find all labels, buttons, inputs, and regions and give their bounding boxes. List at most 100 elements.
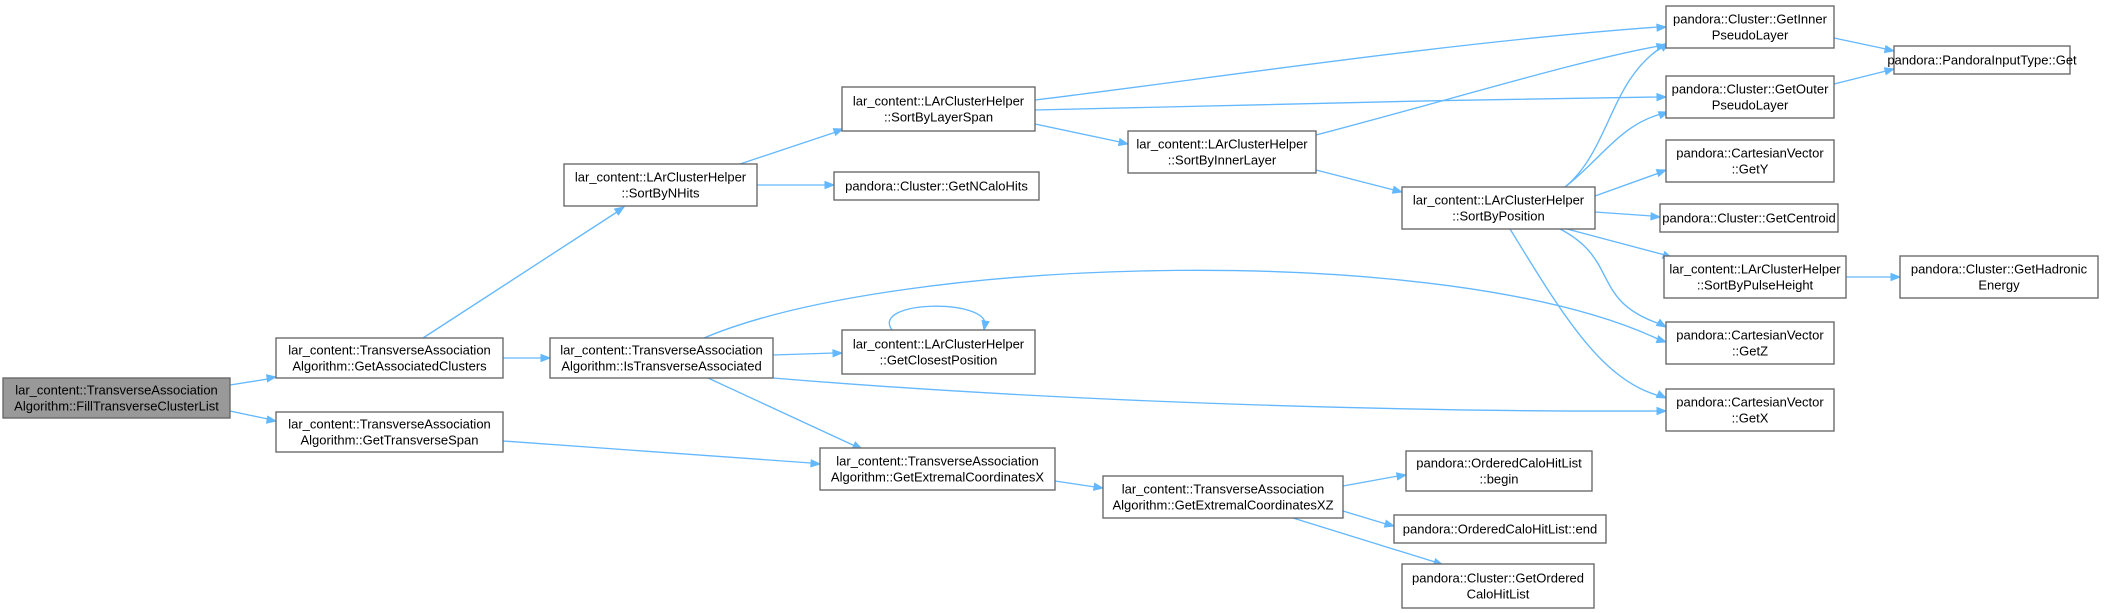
- node-label-line: lar_content::TransverseAssociation: [1122, 482, 1325, 497]
- node-label-line: lar_content::TransverseAssociation: [836, 454, 1039, 469]
- edge-line: [422, 211, 618, 339]
- arrowhead-icon: [1656, 92, 1668, 102]
- edge-line: [772, 377, 1659, 412]
- node-label-line: Algorithm::GetExtremalCoordinatesX: [831, 470, 1044, 485]
- arrowhead-icon: [1655, 335, 1668, 344]
- node-box: [1893, 45, 2071, 75]
- graph-node[interactable]: pandora::CartesianVector::GetX: [1665, 388, 1835, 432]
- arrowhead-icon: [1656, 23, 1668, 32]
- arrowhead-icon: [1383, 519, 1396, 528]
- graph-node-root[interactable]: lar_content::TransverseAssociationAlgori…: [2, 377, 231, 419]
- node-label-line: Algorithm::IsTransverseAssociated: [561, 359, 761, 374]
- edge-line: [1034, 26, 1659, 101]
- node-label-line: pandora::Cluster::GetOrdered: [1412, 571, 1584, 586]
- node-box: [1899, 255, 2099, 299]
- edge-line: [1594, 172, 1660, 197]
- node-box: [819, 447, 1056, 491]
- edge-n9-n19: [1342, 472, 1408, 487]
- node-label-line: CaloHitList: [1467, 587, 1530, 602]
- edge-line: [888, 305, 986, 331]
- edge-n11-n12: [1564, 42, 1671, 188]
- edge-n3-n7: [757, 180, 836, 190]
- node-label-line: pandora::CartesianVector: [1676, 146, 1824, 161]
- node-label-line: pandora::Cluster::GetOuter: [1672, 82, 1829, 97]
- arrowhead-icon: [1117, 137, 1130, 147]
- graph-node[interactable]: lar_content::LArClusterHelper::SortByPul…: [1663, 255, 1847, 299]
- node-label-line: pandora::OrderedCaloHitList: [1416, 456, 1582, 471]
- graph-node[interactable]: pandora::CartesianVector::GetZ: [1665, 321, 1835, 365]
- edge-n0-n1: [229, 374, 278, 386]
- graph-node[interactable]: lar_content::LArClusterHelper::SortByInn…: [1127, 130, 1317, 174]
- graph-node[interactable]: lar_content::TransverseAssociationAlgori…: [275, 337, 504, 379]
- graph-node[interactable]: lar_content::LArClusterHelper::GetCloses…: [841, 329, 1036, 375]
- node-label-line: Algorithm::GetAssociatedClusters: [292, 359, 487, 374]
- edge-n11-n15: [1594, 211, 1662, 221]
- edge-line: [1564, 46, 1663, 188]
- edge-n6-n13: [1034, 92, 1668, 111]
- graph-node[interactable]: pandora::OrderedCaloHitList::end: [1393, 514, 1607, 544]
- graph-node[interactable]: pandora::Cluster::GetNCaloHits: [833, 171, 1040, 201]
- node-label-line: lar_content::LArClusterHelper: [575, 170, 747, 185]
- graph-node[interactable]: lar_content::TransverseAssociationAlgori…: [819, 447, 1056, 491]
- node-label-line: ::GetZ: [1732, 344, 1768, 359]
- node-label-line: ::GetY: [1732, 162, 1769, 177]
- edge-line: [1054, 480, 1096, 488]
- edge-n4-n5: [707, 377, 864, 450]
- edge-n0-n2: [229, 410, 278, 424]
- graph-node[interactable]: lar_content::LArClusterHelper::SortByNHi…: [563, 163, 758, 207]
- node-label-line: pandora::PandoraInputType::Get: [1887, 53, 2077, 68]
- arrowhead-icon: [824, 180, 836, 190]
- node-label-line: ::SortByPosition: [1452, 209, 1545, 224]
- graph-node[interactable]: pandora::PandoraInputType::Get: [1887, 45, 2077, 75]
- node-box: [1401, 186, 1596, 230]
- node-label-line: PseudoLayer: [1712, 98, 1789, 113]
- node-label-line: pandora::Cluster::GetCentroid: [1662, 211, 1835, 226]
- node-label-line: pandora::Cluster::GetInner: [1673, 12, 1828, 27]
- edge-n1-n4: [503, 353, 552, 363]
- graph-node[interactable]: pandora::CartesianVector::GetY: [1665, 139, 1835, 183]
- edge-n10-n11: [1315, 169, 1404, 194]
- edge-n5-n9: [1054, 480, 1105, 491]
- edge-n6-n12: [1034, 23, 1668, 101]
- node-label-line: PseudoLayer: [1712, 28, 1789, 43]
- graph-node[interactable]: lar_content::TransverseAssociationAlgori…: [275, 411, 504, 453]
- arrowhead-icon: [1391, 185, 1404, 194]
- edge-line: [229, 378, 269, 386]
- graph-node[interactable]: lar_content::LArClusterHelper::SortByPos…: [1401, 186, 1596, 230]
- node-label-line: ::begin: [1479, 472, 1518, 487]
- graph-node[interactable]: lar_content::TransverseAssociationAlgori…: [549, 337, 774, 379]
- node-box: [1665, 5, 1835, 49]
- node-box: [1401, 563, 1595, 609]
- edge-line: [707, 377, 856, 447]
- node-box: [275, 337, 504, 379]
- node-box: [841, 329, 1036, 375]
- edge-n3-n6: [739, 128, 845, 165]
- graph-node[interactable]: pandora::Cluster::GetCentroid: [1659, 203, 1839, 233]
- node-label-line: pandora::OrderedCaloHitList::end: [1403, 522, 1597, 537]
- arrowhead-icon: [1655, 390, 1668, 399]
- graph-node[interactable]: pandora::OrderedCaloHitList::begin: [1405, 450, 1593, 492]
- arrowhead-icon: [613, 206, 626, 216]
- edge-n11-n17: [1559, 228, 1668, 328]
- arrowhead-icon: [1655, 169, 1668, 178]
- edge-line: [1342, 510, 1387, 525]
- node-label-line: pandora::CartesianVector: [1676, 328, 1824, 343]
- graph-node[interactable]: lar_content::LArClusterHelper::SortByLay…: [841, 86, 1036, 132]
- node-box: [1665, 388, 1835, 432]
- graph-node[interactable]: lar_content::TransverseAssociationAlgori…: [1102, 475, 1344, 519]
- edge-line: [1292, 517, 1436, 563]
- node-box: [1127, 130, 1317, 174]
- edge-line: [739, 131, 837, 165]
- edge-line: [1594, 211, 1653, 217]
- edge-n4-n8: [772, 349, 844, 358]
- node-label-line: lar_content::LArClusterHelper: [1669, 262, 1841, 277]
- node-label-line: Algorithm::GetExtremalCoordinatesXZ: [1112, 498, 1333, 513]
- node-label-line: Algorithm::FillTransverseClusterList: [14, 399, 219, 414]
- node-box: [1663, 255, 1847, 299]
- node-box: [1102, 475, 1344, 519]
